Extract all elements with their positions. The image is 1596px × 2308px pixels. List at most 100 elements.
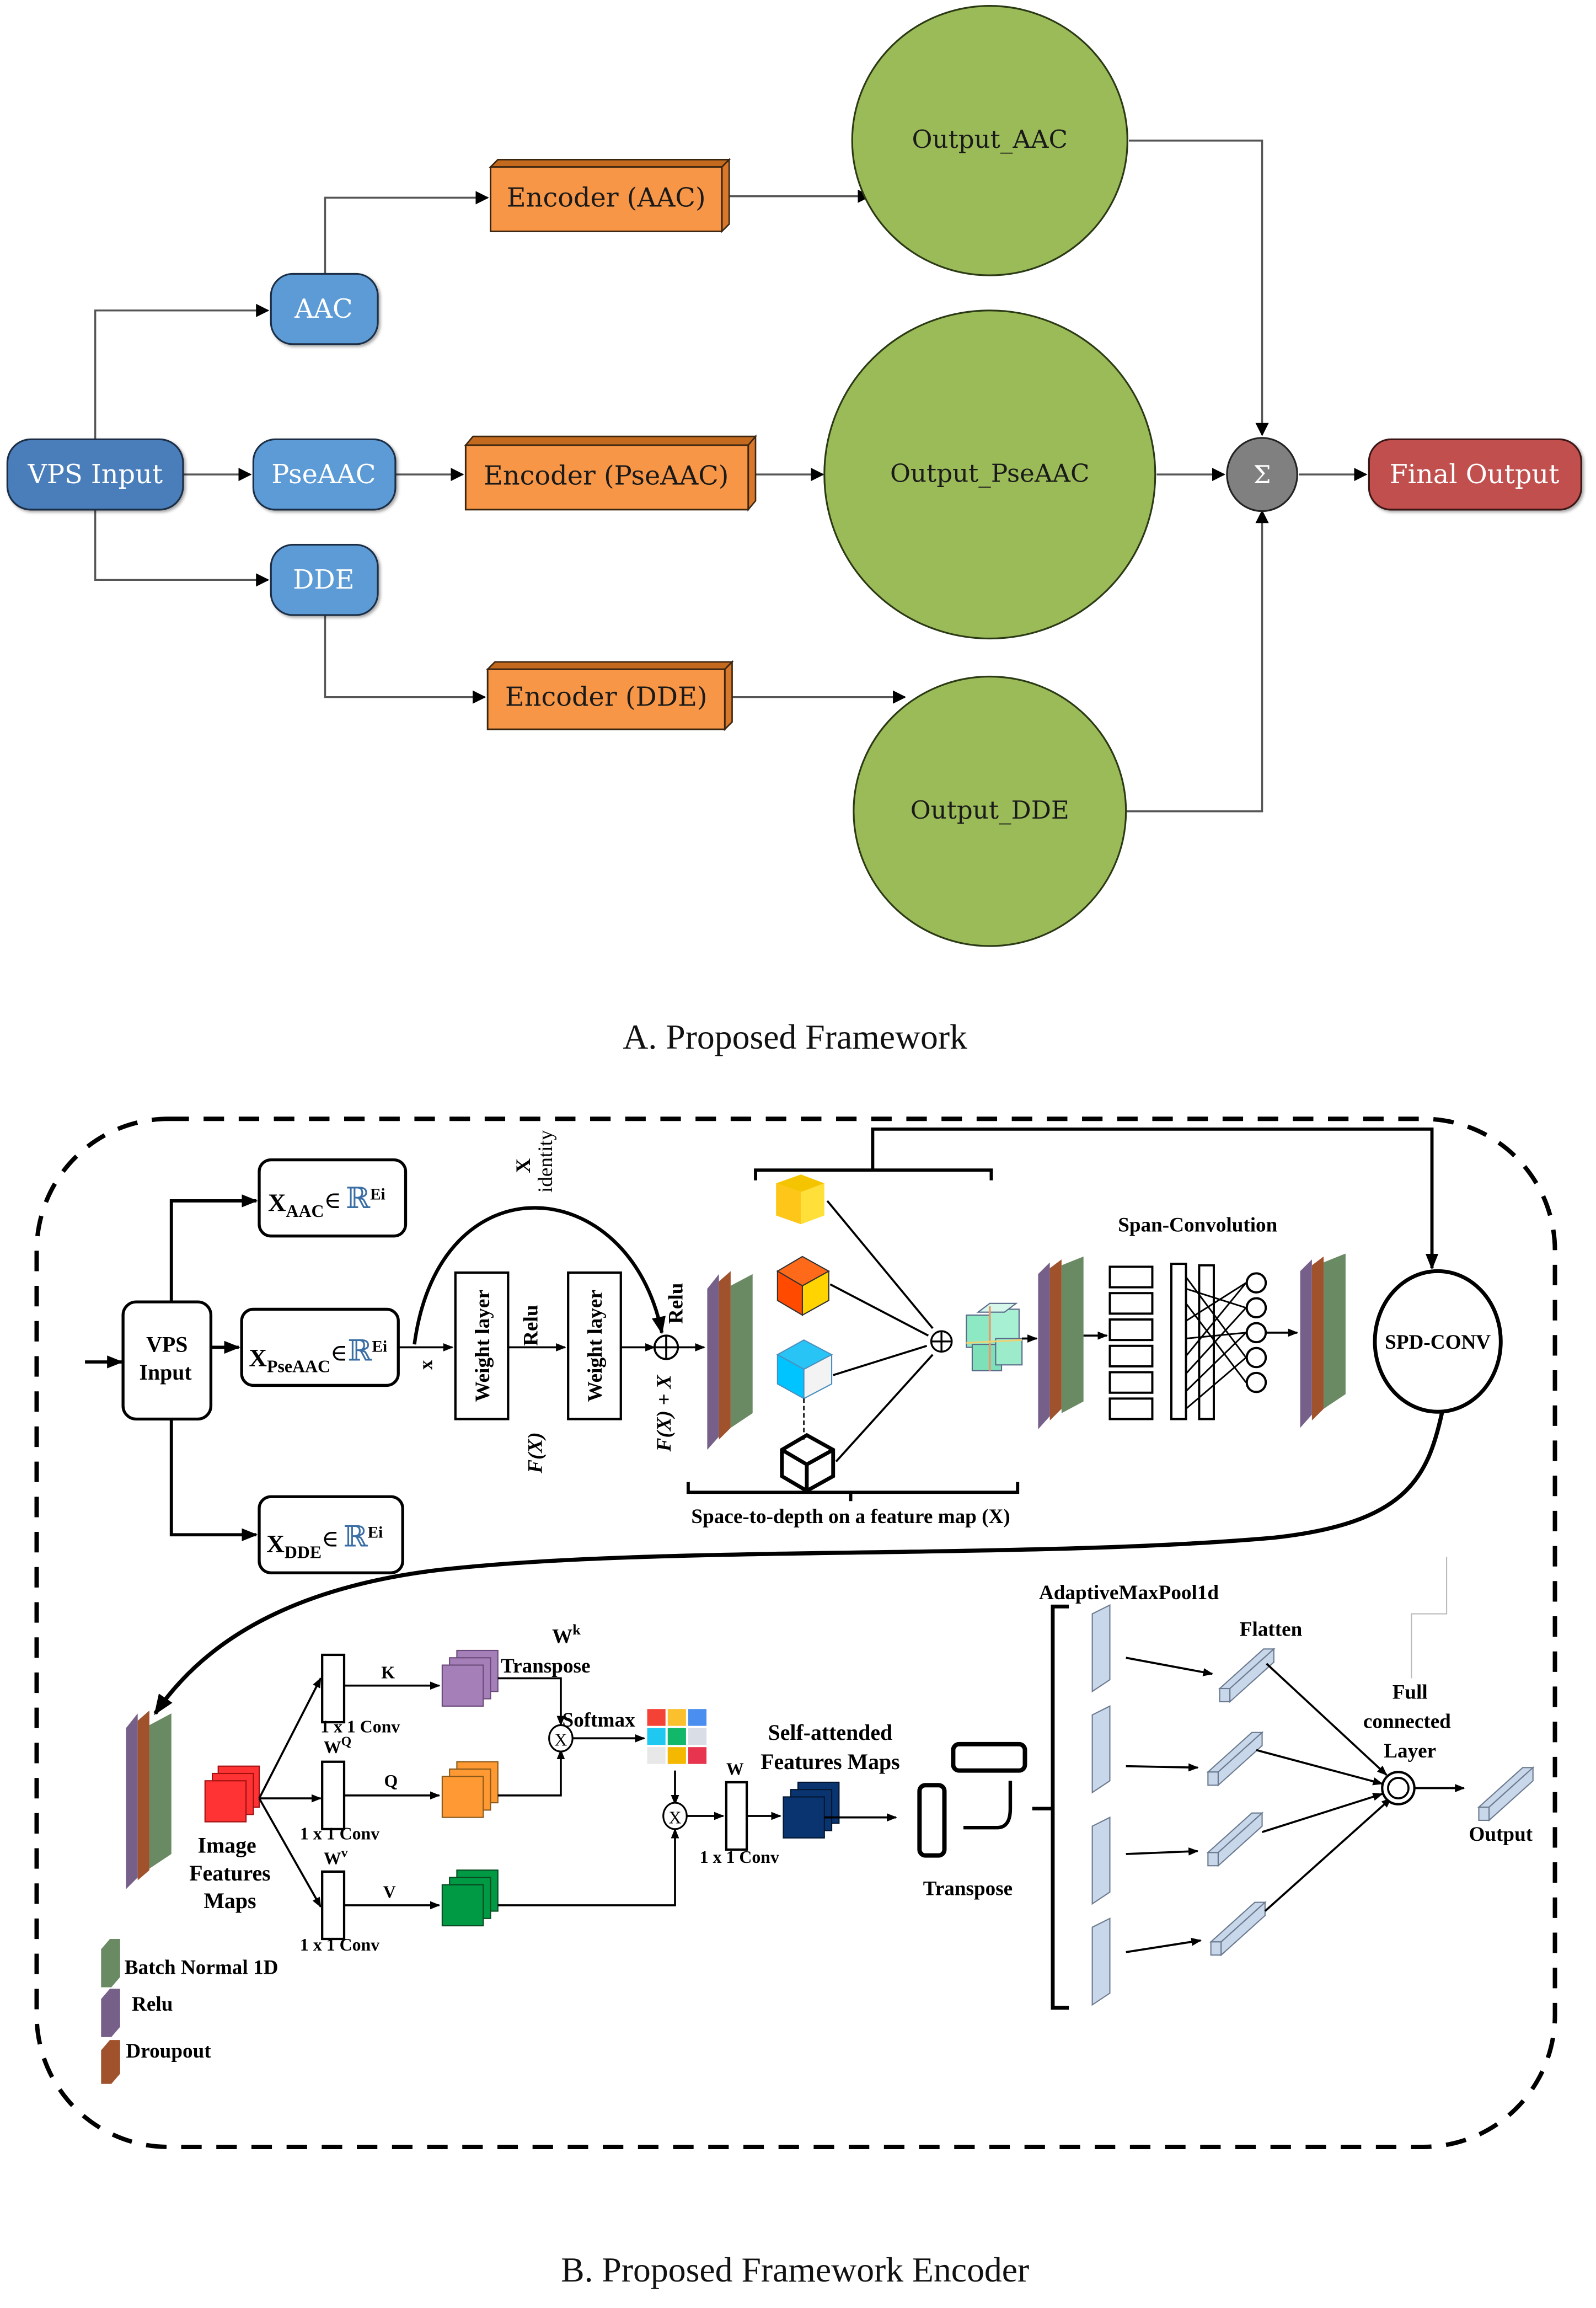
- part-a-connectors: [94, 140, 1368, 813]
- element-of-icon: ∈: [330, 1340, 347, 1366]
- softmax-cell: [667, 1728, 686, 1745]
- softmax-cell: [647, 1728, 666, 1745]
- transpose-label: Transpose: [923, 1877, 1013, 1900]
- value-maps-icon: [441, 1869, 499, 1927]
- weight-layer-1[interactable]: Weight layer: [454, 1271, 510, 1420]
- transpose-icon: [917, 1741, 1027, 1858]
- caption-b: B. Proposed Framework Encoder: [561, 2250, 1029, 2289]
- weight-layer-2-label: Weight layer: [584, 1290, 607, 1402]
- node-output-dde[interactable]: Output_DDE: [853, 675, 1127, 947]
- node-pseaac-label: PseAAC: [271, 460, 376, 490]
- node-aac[interactable]: AAC: [270, 273, 379, 345]
- image-features-label-1: Image: [198, 1833, 256, 1857]
- node-encoder-dde[interactable]: Encoder (DDE): [485, 660, 734, 731]
- edge-pool-flat-4: [1126, 1937, 1202, 1953]
- orange-cube-icon: [776, 1255, 830, 1316]
- feature-aac-subscript: AAC: [286, 1201, 324, 1221]
- feature-dde-symbol: X: [266, 1530, 285, 1558]
- node-dde[interactable]: DDE: [270, 544, 379, 616]
- softmax-cell: [667, 1709, 686, 1726]
- node-output-aac[interactable]: Output_AAC: [851, 5, 1128, 276]
- fc-label-2: connected: [1363, 1711, 1451, 1733]
- softmax-grid: [647, 1709, 707, 1764]
- node-vps-input-label: VPS Input: [27, 460, 163, 490]
- annotation-line: [1411, 1557, 1448, 1679]
- flatten-label: Flatten: [1240, 1618, 1303, 1641]
- pooling-bars: [1091, 1604, 1111, 2006]
- node-encoder-dde-label: Encoder (DDE): [505, 682, 708, 713]
- wv-sup: v: [341, 1846, 348, 1860]
- fc-label-3: Layer: [1384, 1740, 1436, 1762]
- softmax-cell: [647, 1747, 666, 1764]
- spd-caption: Space-to-depth on a feature map (X): [691, 1505, 1010, 1528]
- edge-flat-fc-3: [1262, 1793, 1384, 1833]
- node-vps-input[interactable]: VPS Input: [6, 438, 184, 511]
- edge-vps-aac: [169, 1194, 258, 1302]
- residual-block: x Weight layer Relu Weight layer F(X) Re…: [398, 1130, 705, 1474]
- residual-x-label: x: [415, 1360, 436, 1370]
- span-convolution-edges: [1185, 1276, 1247, 1410]
- wk-label: Wk: [552, 1621, 581, 1648]
- multiply-icon: X: [548, 1724, 574, 1753]
- edge-k-mult: [497, 1677, 565, 1727]
- w-label: W: [726, 1760, 744, 1779]
- node-sum[interactable]: Σ: [1226, 437, 1298, 512]
- multiply-symbol-2: X: [668, 1808, 681, 1827]
- edge-input-dde: [94, 509, 270, 587]
- span-convolution-label: Span-Convolution: [1118, 1214, 1277, 1237]
- b-feature-aac[interactable]: XAAC∈ℝEi: [258, 1158, 408, 1238]
- image-features-label-3: Maps: [203, 1889, 256, 1913]
- legend-dropout-label: Droupout: [126, 2040, 211, 2063]
- edge-dde-encoder: [324, 615, 486, 704]
- span-convolution: [1108, 1263, 1267, 1420]
- b-feature-pseaac[interactable]: XPseAAC∈ℝEi: [240, 1307, 400, 1387]
- conv-q[interactable]: [321, 1760, 346, 1830]
- node-output-pseaac[interactable]: Output_PseAAC: [823, 309, 1156, 640]
- part-a: VPS Input AAC PseAAC DDE Encoder (AAC) E…: [6, 5, 1582, 1056]
- feature-stack-2: [1038, 1256, 1084, 1430]
- legend-batch-norm-label: Batch Normal 1D: [125, 1957, 279, 1979]
- image-feature-maps-icon: [204, 1765, 260, 1823]
- fx-plus-x-label: F(X) + X: [653, 1374, 676, 1452]
- conv-v[interactable]: [321, 1870, 346, 1941]
- spd-conv-node[interactable]: SPD-CONV: [1373, 1269, 1503, 1414]
- feature-aac-superscript: Ei: [370, 1185, 385, 1203]
- node-encoder-aac-label: Encoder (AAC): [507, 183, 706, 213]
- edge-output-dde-sum: [1126, 510, 1269, 813]
- spd-bottom-bracket: [686, 1482, 1020, 1502]
- feature-stack-1: [707, 1271, 753, 1450]
- conv-w[interactable]: [725, 1781, 748, 1851]
- feature-aac-symbol: X: [268, 1189, 286, 1217]
- relu-out-label: Relu: [665, 1283, 687, 1324]
- edge-pool-flat-3: [1126, 1847, 1199, 1856]
- self-attended-label-1: Self-attended: [768, 1721, 893, 1745]
- fully-connected-node[interactable]: [1381, 1771, 1416, 1805]
- node-encoder-aac[interactable]: Encoder (AAC): [489, 158, 731, 233]
- feature-pseaac-superscript: Ei: [372, 1338, 388, 1355]
- conv-q-label: 1 x 1 Conv: [300, 1824, 379, 1843]
- b-vps-input[interactable]: VPS Input: [121, 1300, 213, 1421]
- weight-layer-2[interactable]: Weight layer: [567, 1271, 622, 1420]
- feature-dde-subscript: DDE: [285, 1543, 322, 1562]
- node-encoder-pseaac-label: Encoder (PseAAC): [484, 461, 729, 491]
- key-transpose-label: Transpose: [501, 1655, 590, 1677]
- node-encoder-pseaac[interactable]: Encoder (PseAAC): [464, 434, 757, 512]
- feature-pseaac-subscript: PseAAC: [267, 1357, 330, 1376]
- multiply-symbol: X: [554, 1730, 567, 1750]
- add-icon: [653, 1334, 679, 1360]
- b-feature-dde[interactable]: XDDE∈ℝEi: [258, 1495, 404, 1574]
- edge-v-mult2: [497, 1828, 679, 1906]
- caption-a: A. Proposed Framework: [623, 1017, 967, 1056]
- legend-relu: Relu: [101, 1989, 173, 2037]
- feature-stack-4: [126, 1710, 172, 1889]
- softmax-cell: [688, 1747, 707, 1764]
- adaptive-pool-label: AdaptiveMaxPool1d: [1039, 1582, 1219, 1604]
- identity-skip-connection: [413, 1206, 666, 1345]
- node-final-output[interactable]: Final Output: [1368, 438, 1582, 511]
- node-pseaac[interactable]: PseAAC: [252, 438, 397, 511]
- blue-cube-icon: [776, 1339, 833, 1400]
- wv-label: Wv: [324, 1846, 348, 1868]
- conv-k[interactable]: [321, 1653, 346, 1724]
- weight-layer-1-label: Weight layer: [472, 1290, 494, 1402]
